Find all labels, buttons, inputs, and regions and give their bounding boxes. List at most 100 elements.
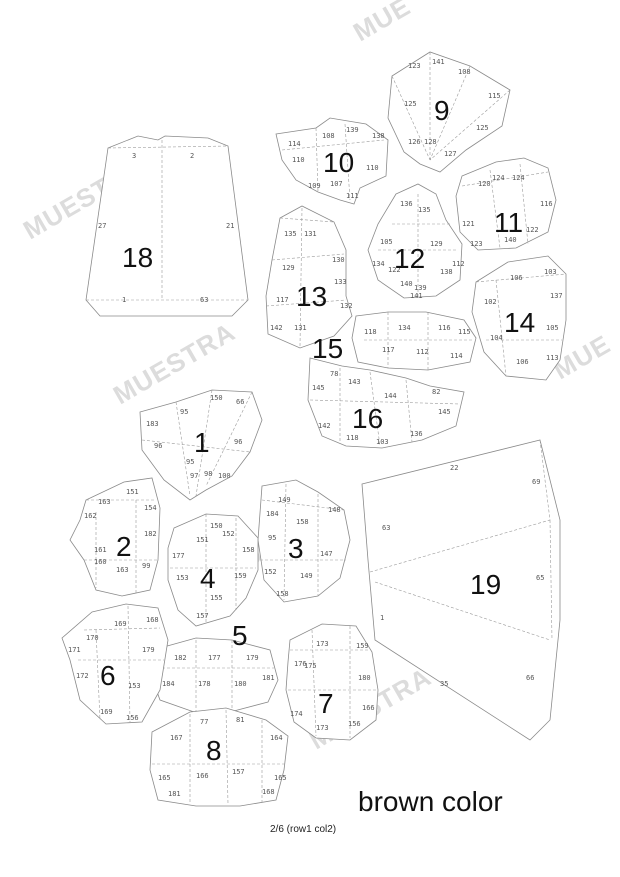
piece-19-number: 19 <box>470 569 501 600</box>
svg-text:112: 112 <box>416 348 429 356</box>
svg-text:131: 131 <box>304 230 317 238</box>
svg-text:165: 165 <box>274 774 287 782</box>
svg-text:145: 145 <box>438 408 451 416</box>
svg-text:69: 69 <box>532 478 540 486</box>
svg-text:128: 128 <box>424 138 437 146</box>
svg-text:129: 129 <box>282 264 295 272</box>
svg-text:179: 179 <box>142 646 155 654</box>
svg-text:114: 114 <box>288 140 301 148</box>
piece-13-number: 13 <box>296 281 327 312</box>
piece-15: 134 116 118 117 112 114 115 15 <box>312 311 477 371</box>
svg-text:153: 153 <box>176 574 189 582</box>
svg-text:130: 130 <box>332 256 345 264</box>
svg-text:114: 114 <box>450 352 463 360</box>
svg-text:181: 181 <box>168 790 181 798</box>
svg-text:107: 107 <box>330 180 343 188</box>
svg-text:132: 132 <box>340 302 353 310</box>
svg-text:115: 115 <box>488 92 501 100</box>
svg-text:184: 184 <box>266 510 279 518</box>
svg-text:153: 153 <box>128 682 141 690</box>
svg-text:145: 145 <box>312 384 325 392</box>
piece-9-number: 9 <box>434 95 450 126</box>
svg-text:136: 136 <box>410 430 423 438</box>
piece-12-number: 12 <box>394 243 425 274</box>
svg-text:105: 105 <box>546 324 559 332</box>
piece-10-number: 10 <box>323 147 354 178</box>
svg-text:176: 176 <box>294 660 307 668</box>
svg-text:135: 135 <box>418 206 431 214</box>
svg-text:157: 157 <box>232 768 245 776</box>
svg-text:136: 136 <box>400 200 413 208</box>
piece-8: 77 81 167 164 165 181 166 157 168 165 8 <box>149 707 289 807</box>
svg-text:135: 135 <box>284 230 297 238</box>
svg-text:111: 111 <box>346 192 359 200</box>
svg-text:181: 181 <box>262 674 275 682</box>
color-note: brown color <box>358 786 503 817</box>
svg-text:98: 98 <box>204 470 212 478</box>
piece-5-number: 5 <box>232 620 248 651</box>
svg-text:134: 134 <box>398 324 411 332</box>
svg-text:156: 156 <box>348 720 361 728</box>
piece-16-number: 16 <box>352 403 383 434</box>
svg-text:131: 131 <box>294 324 307 332</box>
svg-text:108: 108 <box>458 68 471 76</box>
svg-text:63: 63 <box>382 524 390 532</box>
svg-text:27: 27 <box>98 222 106 230</box>
svg-text:103: 103 <box>376 438 389 446</box>
piece-1-number: 1 <box>194 427 210 458</box>
svg-text:148: 148 <box>328 506 341 514</box>
svg-text:122: 122 <box>526 226 539 234</box>
svg-text:106: 106 <box>516 358 529 366</box>
svg-text:180: 180 <box>358 674 371 682</box>
svg-text:77: 77 <box>200 718 208 726</box>
piece-18-number: 18 <box>122 242 153 273</box>
piece-6-number: 6 <box>100 660 116 691</box>
piece-5: 182 177 179 184 178 180 181 5 <box>149 620 279 713</box>
svg-text:103: 103 <box>544 268 557 276</box>
svg-text:118: 118 <box>346 434 359 442</box>
piece-12: 136 135 105 129 134 122 138 140 139 141 … <box>367 183 465 300</box>
svg-text:170: 170 <box>86 634 99 642</box>
svg-text:96: 96 <box>234 438 242 446</box>
svg-text:137: 137 <box>550 292 563 300</box>
svg-text:105: 105 <box>380 238 393 246</box>
piece-9: 123 141 108 115 125 125 126 128 127 9 <box>387 51 511 173</box>
svg-text:22: 22 <box>450 464 458 472</box>
svg-text:97: 97 <box>190 472 198 480</box>
svg-text:168: 168 <box>146 616 159 624</box>
svg-text:149: 149 <box>278 496 291 504</box>
svg-text:150: 150 <box>210 394 223 402</box>
svg-text:82: 82 <box>432 388 440 396</box>
svg-text:96: 96 <box>154 442 162 450</box>
svg-text:142: 142 <box>318 422 331 430</box>
watermark-top: MUE <box>348 0 416 47</box>
svg-text:134: 134 <box>372 260 385 268</box>
svg-text:127: 127 <box>444 150 457 158</box>
piece-4: 150 151 152 153 158 159 155 157 177 4 <box>167 513 259 627</box>
svg-text:182: 182 <box>144 530 157 538</box>
svg-text:66: 66 <box>526 674 534 682</box>
svg-text:183: 183 <box>146 420 159 428</box>
svg-text:165: 165 <box>158 774 171 782</box>
svg-text:173: 173 <box>316 640 329 648</box>
piece-6: 170 169 168 179 172 171 153 169 156 6 <box>61 603 169 725</box>
svg-text:129: 129 <box>430 240 443 248</box>
svg-text:112: 112 <box>452 260 465 268</box>
piece-14: 106 103 137 105 104 102 106 113 14 <box>471 255 567 381</box>
svg-text:1: 1 <box>122 296 126 304</box>
svg-text:182: 182 <box>174 654 187 662</box>
svg-text:166: 166 <box>196 772 209 780</box>
svg-text:164: 164 <box>270 734 283 742</box>
svg-text:121: 121 <box>462 220 475 228</box>
svg-text:171: 171 <box>68 646 81 654</box>
page-info: 2/6 (row1 col2) <box>270 824 337 835</box>
svg-text:144: 144 <box>384 392 397 400</box>
svg-text:167: 167 <box>170 734 183 742</box>
svg-text:133: 133 <box>334 278 347 286</box>
svg-text:158: 158 <box>242 546 255 554</box>
svg-text:125: 125 <box>404 100 417 108</box>
svg-text:177: 177 <box>172 552 185 560</box>
svg-text:104: 104 <box>490 334 503 342</box>
svg-text:157: 157 <box>196 612 209 620</box>
piece-16: 78 143 82 144 145 145 142 118 103 136 16 <box>307 357 465 449</box>
